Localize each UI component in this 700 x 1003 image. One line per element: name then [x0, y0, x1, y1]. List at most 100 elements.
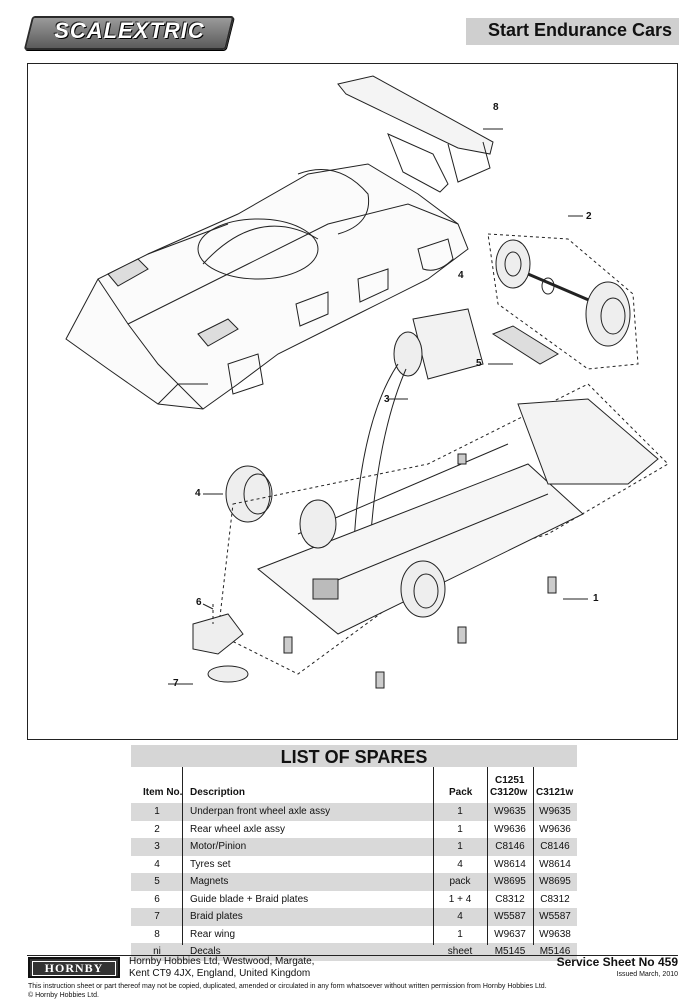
- header-col-a: C3120w: [490, 787, 528, 798]
- screw-drawings: [283, 453, 557, 689]
- cell-item: ni: [153, 946, 161, 957]
- table-row: 5 Magnets pack W8695 W8695: [131, 873, 577, 891]
- cell-col-a: W5587: [494, 911, 526, 922]
- table-row: 3 Motor/Pinion 1 C8146 C8146: [131, 838, 577, 856]
- tyre-drawing: [203, 465, 273, 523]
- footer-divider: [27, 955, 678, 956]
- cell-col-b: W8695: [539, 876, 571, 887]
- cell-col-b: C8312: [540, 893, 570, 905]
- address-line: Hornby Hobbies Ltd, Westwood, Margate,: [129, 956, 315, 967]
- cell-description: Braid plates: [190, 911, 243, 922]
- cell-col-b: W9635: [539, 806, 571, 817]
- divider: [182, 767, 183, 945]
- cell-col-a: M5145: [494, 946, 526, 957]
- callout-4-tyre: 4: [195, 488, 201, 499]
- cell-col-b: W9636: [539, 823, 571, 835]
- cell-item: 1: [154, 806, 160, 817]
- callout-8: 8: [493, 102, 499, 113]
- callout-2: 2: [586, 211, 592, 222]
- header-pack: Pack: [449, 787, 473, 798]
- guide-blade-drawing: [168, 603, 249, 685]
- callout-3: 3: [384, 394, 390, 405]
- cell-item: 4: [154, 858, 160, 870]
- header-item: Item No.: [143, 787, 183, 798]
- address-line: Kent CT9 4JX, England, United Kingdom: [129, 968, 311, 979]
- cell-pack: 4: [457, 911, 463, 922]
- cell-description: Guide blade + Braid plates: [190, 893, 309, 905]
- cell-pack: 1: [457, 823, 463, 835]
- issued-date: Issued March, 2010: [616, 971, 678, 978]
- table-row: 1 Underpan front wheel axle assy 1 W9635 W96…: [131, 803, 577, 821]
- cell-description: Magnets: [190, 876, 229, 887]
- cell-item: 5: [154, 876, 160, 887]
- divider: [533, 767, 534, 945]
- cell-description: Tyres set: [190, 858, 231, 870]
- hornby-logo-text: HORNBY: [32, 961, 116, 976]
- divider: [433, 767, 434, 945]
- cell-col-b: W5587: [539, 911, 571, 922]
- cell-description: Underpan front wheel axle assy: [190, 806, 331, 817]
- car-exploded-illustration: [65, 75, 669, 689]
- cell-item: 2: [154, 823, 160, 835]
- cell-item: 3: [154, 841, 160, 852]
- callout-6: 6: [196, 597, 202, 608]
- table-row: 4 Tyres set 4 W8614 W8614: [131, 856, 577, 874]
- cell-description: Rear wheel axle assy: [190, 823, 286, 835]
- cell-pack: 1: [457, 928, 463, 940]
- callout-4-rear: 4: [458, 270, 464, 281]
- legal-notice: This instruction sheet or part thereof m…: [28, 982, 547, 1000]
- table-row: 8 Rear wing 1 W9637 W9638: [131, 926, 577, 944]
- callout-7: 7: [173, 678, 179, 689]
- cell-pack: sheet: [447, 946, 473, 957]
- service-sheet-number: Service Sheet No 459: [556, 955, 678, 969]
- cell-col-a: W8614: [494, 858, 526, 870]
- cell-col-a: W8695: [494, 876, 526, 887]
- table-row: 6 Guide blade + Braid plates 1 + 4 C8312 C83…: [131, 891, 577, 909]
- exploded-diagram: 8 2 4 5 3 4 1 6 7: [27, 63, 678, 740]
- callout-5: 5: [476, 358, 482, 369]
- copyright-line: © Hornby Hobbies Ltd.: [28, 992, 99, 999]
- magnet-drawing: [488, 325, 559, 365]
- cell-col-b: C8146: [540, 841, 570, 852]
- cell-col-a: C8146: [495, 841, 525, 852]
- table-row: 7 Braid plates 4 W5587 W5587: [131, 908, 577, 926]
- title-box: Start Endurance Cars: [466, 18, 679, 45]
- cell-col-b: W9638: [539, 928, 571, 940]
- cell-col-b: M5146: [539, 946, 571, 957]
- cell-item: 7: [154, 911, 160, 922]
- cell-col-a: W9636: [494, 823, 526, 835]
- scalextric-logo-text: SCALEXTRIC: [54, 18, 205, 43]
- cell-pack: 1: [457, 806, 463, 817]
- cell-pack: 1: [457, 841, 463, 852]
- page-title: Start Endurance Cars: [487, 20, 672, 40]
- cell-item: 8: [154, 928, 160, 940]
- spares-header-row: Item No. Description Pack C1251 C3120w C…: [131, 767, 577, 803]
- callout-1: 1: [593, 593, 599, 604]
- header-description: Description: [190, 787, 246, 798]
- header-col-b: C3121w: [536, 787, 574, 798]
- cell-description: Motor/Pinion: [190, 841, 247, 852]
- cell-pack: 4: [457, 858, 463, 870]
- chassis-drawing: [217, 383, 669, 675]
- cell-col-b: W8614: [539, 858, 571, 870]
- table-row: ni Decals sheet M5145 M5146: [131, 943, 577, 961]
- legal-line: This instruction sheet or part thereof m…: [28, 983, 547, 990]
- cell-item: 6: [154, 893, 160, 905]
- rear-axle-drawing: [487, 215, 639, 370]
- hornby-logo: HORNBY: [28, 957, 120, 978]
- cell-pack: pack: [449, 876, 471, 887]
- motor-drawing: [352, 308, 484, 585]
- spares-table: LIST OF SPARES Item No. Description Pack…: [131, 745, 577, 961]
- cell-col-a: W9635: [494, 806, 526, 817]
- car-body-drawing: [65, 163, 469, 410]
- table-row: 2 Rear wheel axle assy 1 W9636 W9636: [131, 821, 577, 839]
- scalextric-logo: SCALEXTRIC: [23, 16, 235, 50]
- cell-col-a: W9637: [494, 928, 526, 940]
- cell-description: Decals: [190, 946, 221, 957]
- header-col-a-top: C1251: [495, 775, 525, 786]
- cell-description: Rear wing: [190, 928, 236, 940]
- cell-col-a: C8312: [495, 893, 525, 905]
- cell-pack: 1 + 4: [448, 893, 472, 905]
- rear-wing-drawing: [337, 75, 503, 193]
